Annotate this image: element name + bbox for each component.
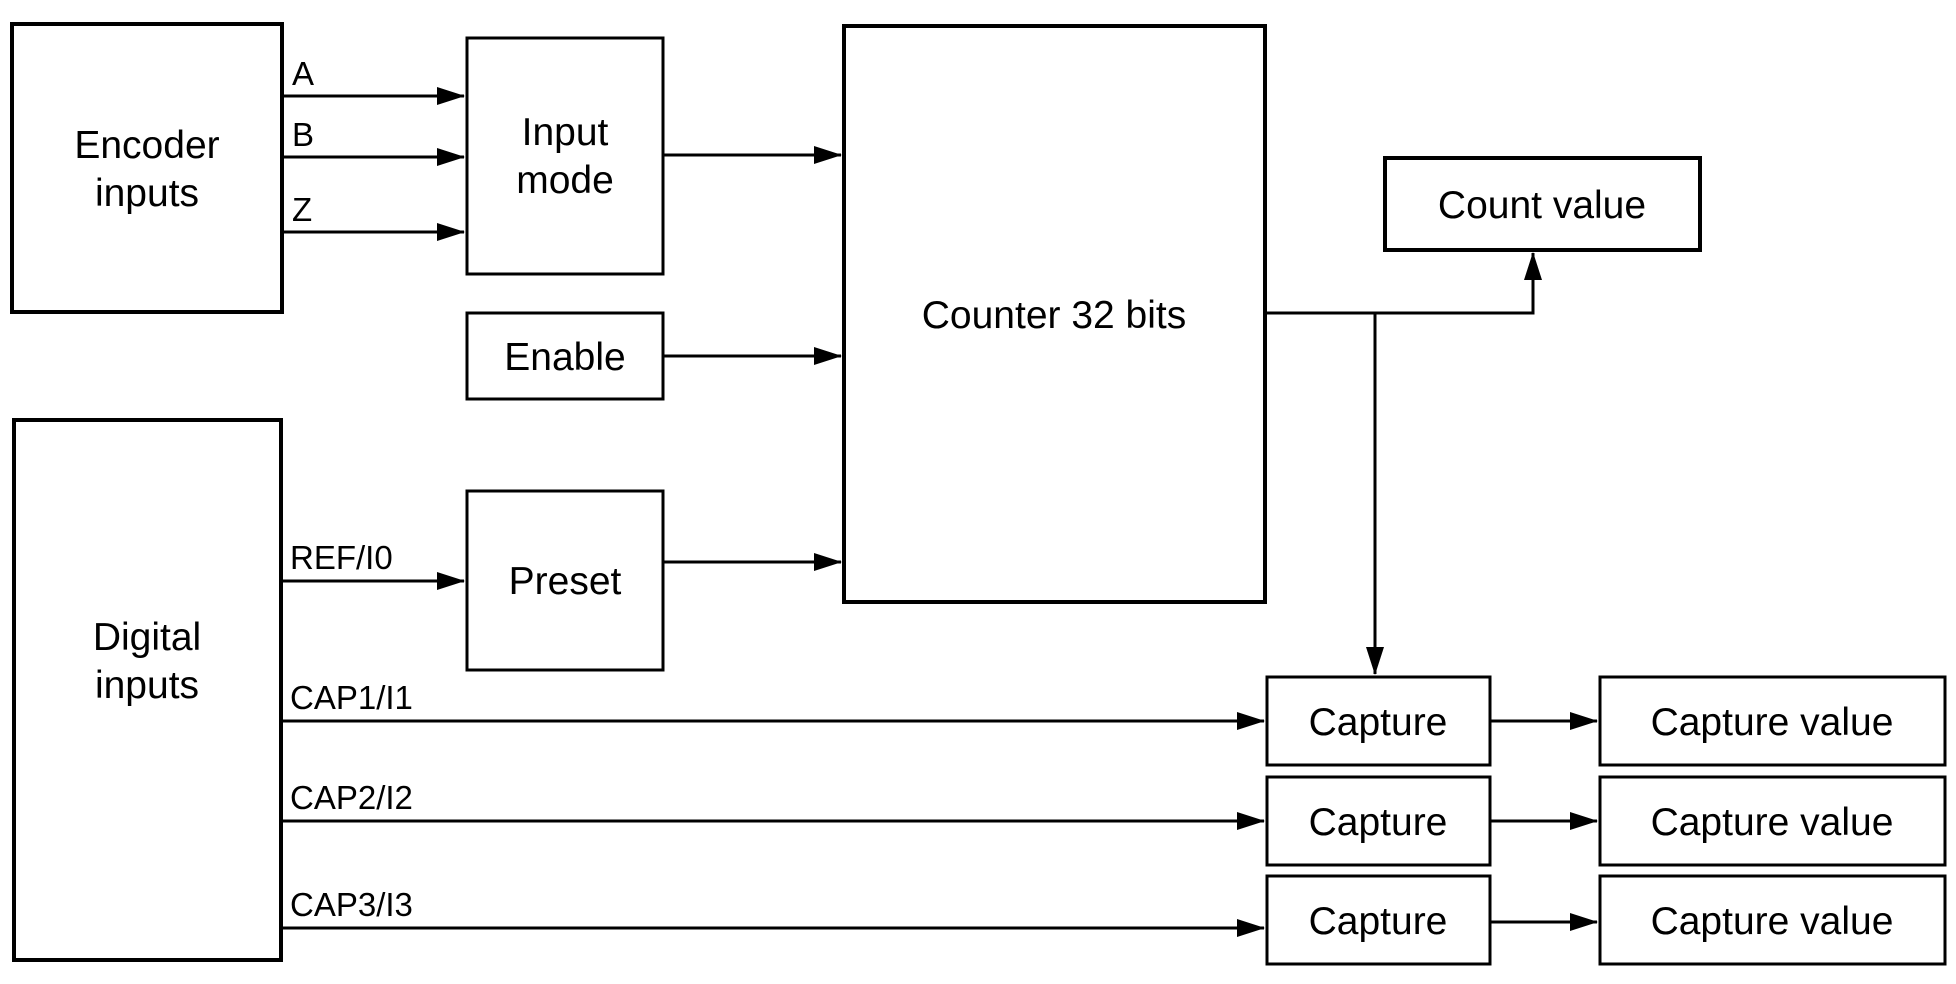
- input-mode-box: [465, 36, 665, 276]
- count-value-label: Count value: [1438, 184, 1646, 227]
- capture-value-1-label: Capture value: [1651, 701, 1894, 744]
- digital-inputs-label-line1: Digital: [93, 616, 201, 659]
- capture-value-1-box: [1598, 675, 1947, 767]
- signal-label-a: A: [292, 55, 314, 92]
- digital-inputs-label-line2: inputs: [95, 664, 199, 707]
- counter-label: Counter 32 bits: [922, 294, 1187, 337]
- encoder-inputs-label-line1: Encoder: [74, 124, 219, 167]
- capture-3-label: Capture: [1309, 900, 1448, 943]
- preset-box: [465, 489, 665, 672]
- capture-1-box: [1265, 675, 1492, 767]
- capture-2-label: Capture: [1309, 801, 1448, 844]
- input-mode-label-line1: Input: [522, 111, 609, 154]
- encoder-inputs-label-line2: inputs: [95, 172, 199, 215]
- signal-label-z: Z: [292, 191, 312, 228]
- preset-label: Preset: [509, 560, 622, 603]
- counter-box: [842, 24, 1267, 604]
- capture-value-2-label: Capture value: [1651, 801, 1894, 844]
- wire-counter-to-count-value: [1265, 252, 1542, 315]
- signal-label-ref: REF/I0: [290, 539, 393, 576]
- capture-value-3-label: Capture value: [1651, 900, 1894, 943]
- signal-label-cap2: CAP2/I2: [290, 779, 413, 816]
- capture-2-box: [1265, 775, 1492, 867]
- capture-value-3-box: [1598, 874, 1947, 966]
- signal-label-cap3: CAP3/I3: [290, 886, 413, 923]
- capture-1-label: Capture: [1309, 701, 1448, 744]
- signal-label-b: B: [292, 116, 314, 153]
- enable-box: [465, 311, 665, 401]
- encoder-inputs-box: [10, 22, 284, 314]
- signal-label-cap1: CAP1/I1: [290, 679, 413, 716]
- capture-value-2-box: [1598, 775, 1947, 867]
- input-mode-label-line2: mode: [516, 159, 614, 202]
- digital-inputs-box: [12, 418, 283, 962]
- enable-label: Enable: [504, 336, 625, 379]
- count-value-box: [1383, 156, 1702, 252]
- capture-3-box: [1265, 874, 1492, 966]
